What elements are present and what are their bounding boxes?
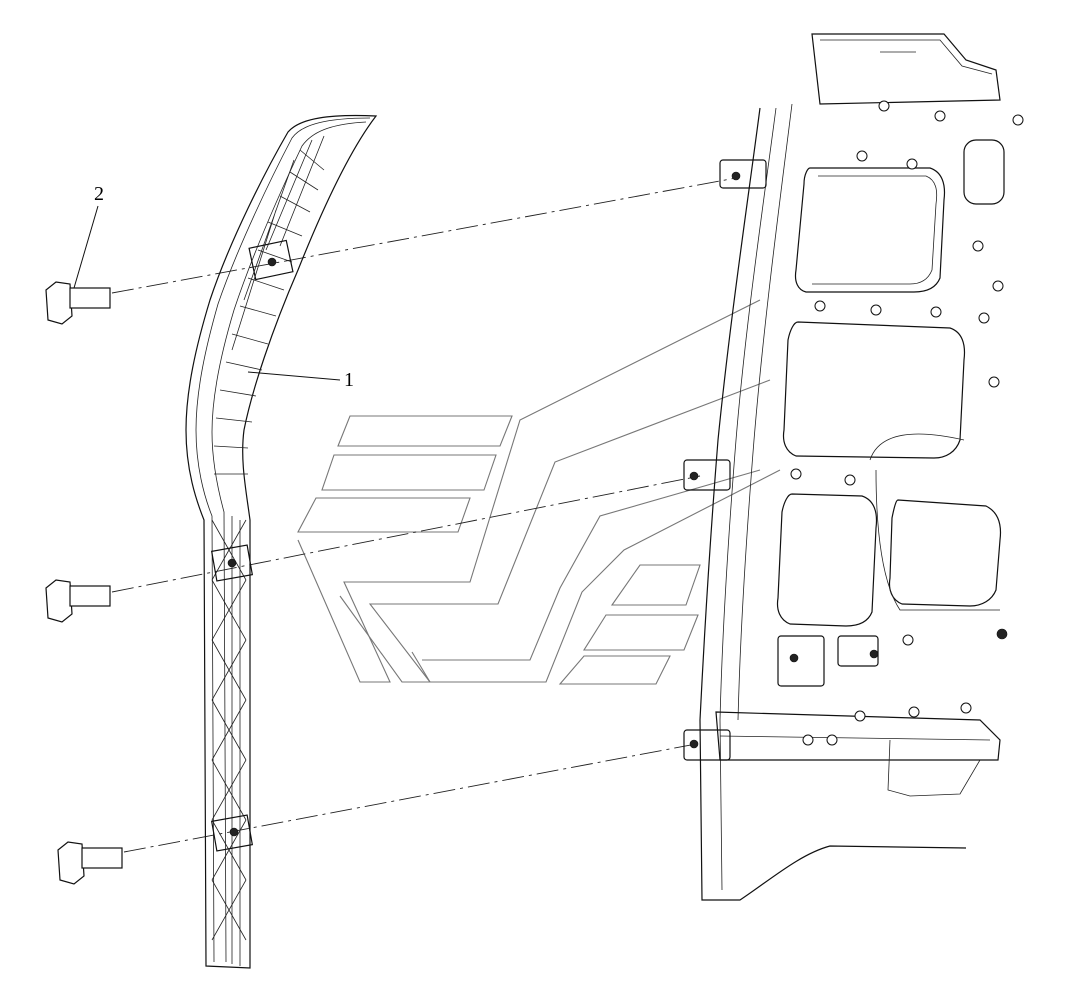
bolt-icon bbox=[45, 579, 111, 623]
watermark-logo-icon bbox=[297, 299, 781, 685]
trim-panel bbox=[185, 114, 378, 969]
bolt-icon bbox=[45, 281, 111, 325]
callout-label-1: 1 bbox=[344, 369, 354, 391]
frame-holes bbox=[790, 100, 1024, 746]
assembly-axis-lines bbox=[111, 177, 737, 853]
bolt-icon bbox=[57, 841, 123, 885]
callout-leaders bbox=[73, 205, 341, 381]
door-frame bbox=[683, 33, 1024, 901]
callout-label-2: 2 bbox=[94, 183, 104, 205]
